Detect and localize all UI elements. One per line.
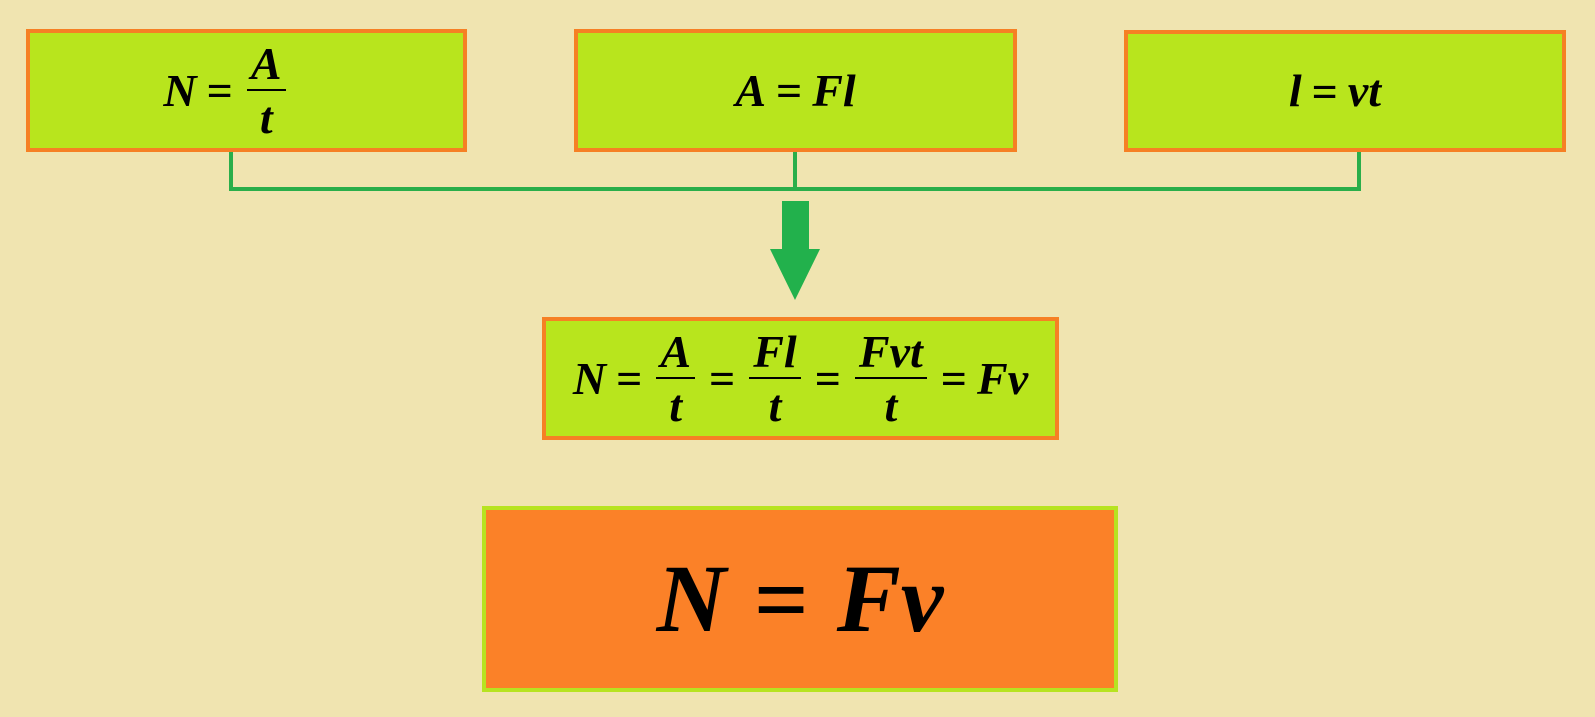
power-fraction: A t xyxy=(246,40,286,143)
work-formula-box: A = Fl xyxy=(574,29,1017,152)
derivation-fraction-3: Fvt t xyxy=(854,328,927,431)
down-arrow-icon xyxy=(770,201,820,300)
power-equals: = xyxy=(206,65,233,116)
derivation-rhs: Fv xyxy=(977,352,1029,404)
distance-equals: = xyxy=(1311,65,1338,117)
work-equals: = xyxy=(776,65,803,116)
derivation-fraction-1-numerator: A xyxy=(656,328,695,379)
derivation-equals-1: = xyxy=(616,353,643,404)
distance-formula-box: l = vt xyxy=(1124,30,1566,152)
derivation-lhs: N xyxy=(572,352,607,404)
derivation-equals-3: = xyxy=(814,353,841,404)
derivation-fraction-3-numerator: Fvt xyxy=(854,328,927,379)
derivation-fraction-1-denominator: t xyxy=(669,379,683,431)
work-formula: A = Fl xyxy=(735,64,855,117)
derivation-equals-4: = xyxy=(940,353,968,404)
result-formula: N = Fv xyxy=(657,544,944,655)
power-formula: N = A t xyxy=(163,40,289,143)
distance-rhs: vt xyxy=(1347,65,1382,116)
result-formula-box: N = Fv xyxy=(482,506,1118,692)
work-lhs: A xyxy=(735,64,766,116)
power-lhs: N xyxy=(163,64,197,116)
result-lhs: N xyxy=(656,545,726,652)
power-numerator: A xyxy=(246,40,286,91)
derivation-formula: N = A t = Fl t = Fvt t = Fv xyxy=(572,328,1029,431)
power-formula-box: N = A t xyxy=(26,29,467,152)
result-rhs: Fv xyxy=(836,545,944,652)
derivation-equals-2: = xyxy=(709,353,736,404)
result-equals: = xyxy=(753,545,809,653)
derivation-fraction-3-denominator: t xyxy=(884,379,898,431)
derivation-fraction-2: Fl t xyxy=(749,328,801,431)
derivation-fraction-2-numerator: Fl xyxy=(749,328,801,379)
power-denominator: t xyxy=(259,91,273,143)
derivation-box: N = A t = Fl t = Fvt t = Fv xyxy=(542,317,1059,440)
distance-lhs: l xyxy=(1288,65,1302,116)
work-rhs: Fl xyxy=(812,64,856,116)
derivation-fraction-1: A t xyxy=(656,328,695,431)
distance-formula: l = vt xyxy=(1289,65,1381,118)
derivation-fraction-2-denominator: t xyxy=(768,379,782,431)
